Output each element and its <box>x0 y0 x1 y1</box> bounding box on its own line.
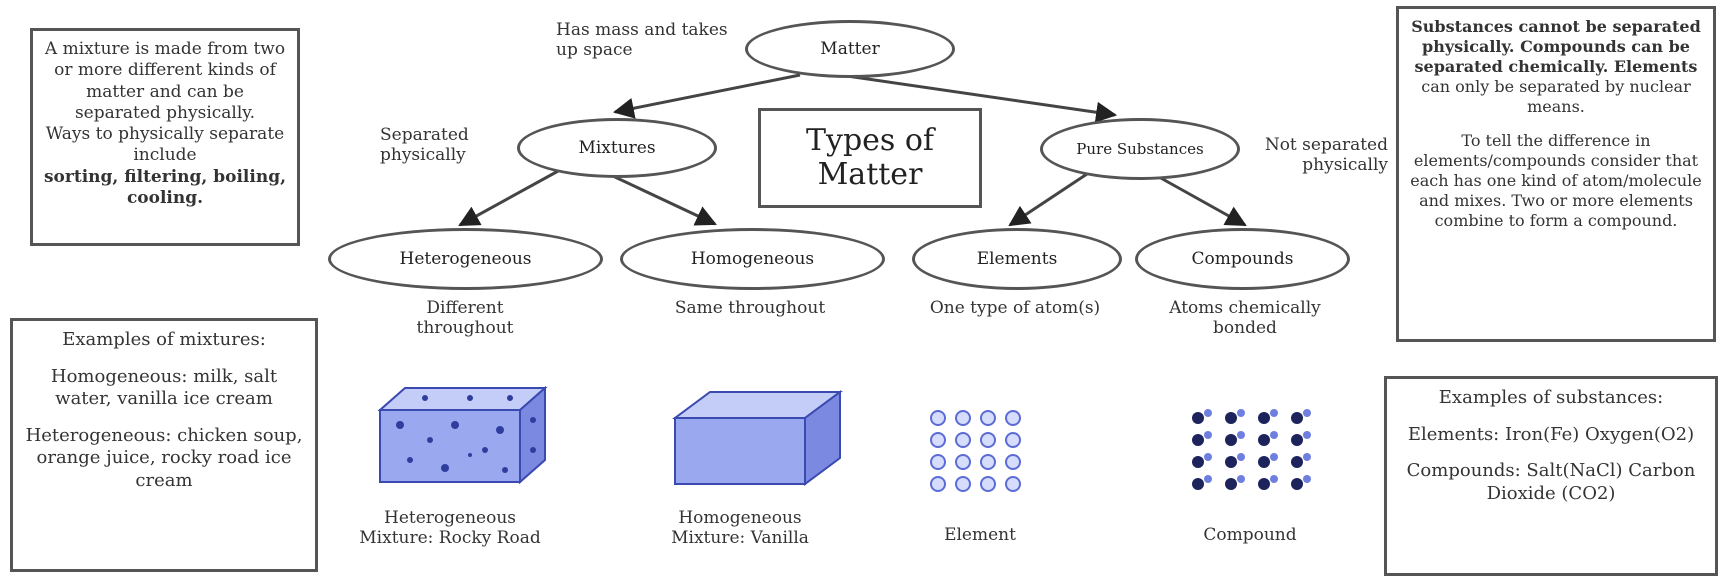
link-matter-pure <box>839 73 1118 123</box>
mixture-separation-methods: sorting, filtering, boiling, cooling. <box>43 166 286 208</box>
element-examples: Elements: Iron(Fe) Oxygen(O2) <box>1407 423 1695 445</box>
mixtures-note: Separated physically <box>380 125 469 166</box>
mixture-definition-box: A mixture is made from two or more diffe… <box>30 28 300 246</box>
substance-definition-box: Substances cannot be separated physicall… <box>1396 6 1716 342</box>
elements-note: One type of atom(s) <box>929 298 1101 318</box>
mixture-examples-box: Examples of mixtures: Homogeneous: milk,… <box>10 318 318 572</box>
link-mixtures-homo <box>599 168 717 226</box>
compound-molecules-illustration <box>1192 409 1311 490</box>
mixture-definition-text: A mixture is made from two or more diffe… <box>44 39 286 123</box>
link-mixtures-hetero <box>458 168 561 227</box>
heterogeneous-note: Different throughout <box>416 298 514 339</box>
homogeneous-cube-illustration <box>671 390 844 486</box>
compound-examples: Compounds: Salt(NaCl) Carbon Dioxide (CO… <box>1406 460 1696 504</box>
compounds-note: Atoms chemically bonded <box>1169 298 1321 339</box>
mixture-examples-title: Examples of mixtures: <box>62 329 266 350</box>
node-homogeneous: Homogeneous <box>620 228 885 290</box>
substance-difference-text: To tell the difference in elements/compo… <box>1410 131 1702 230</box>
homogeneous-examples: Homogeneous: milk, salt water, vanilla i… <box>50 365 278 410</box>
element-atoms-illustration <box>930 410 1021 492</box>
node-mixtures: Mixtures <box>517 118 717 178</box>
substance-examples-title: Examples of substances: <box>1438 387 1664 408</box>
diagram-title: Types of Matter <box>758 108 982 208</box>
node-heterogeneous: Heterogeneous <box>328 228 603 290</box>
heterogeneous-mixture-caption: Heterogeneous Mixture: Rocky Road <box>359 508 541 549</box>
node-matter: Matter <box>745 20 955 78</box>
link-pure-elements <box>1008 170 1091 227</box>
heterogeneous-cube-illustration <box>377 385 548 485</box>
substance-examples-box: Examples of substances: Elements: Iron(F… <box>1384 376 1718 576</box>
substance-definition-bold: Substances cannot be separated physicall… <box>1411 17 1701 76</box>
substance-definition-rest: can only be separated by nuclear means. <box>1421 77 1691 116</box>
link-matter-mixtures <box>612 73 801 119</box>
node-compounds: Compounds <box>1135 228 1350 290</box>
element-caption: Element <box>944 525 1016 545</box>
node-elements: Elements <box>912 228 1122 290</box>
homogeneous-mixture-caption: Homogeneous Mixture: Vanilla <box>671 508 809 549</box>
heterogeneous-examples: Heterogeneous: chicken soup, orange juic… <box>25 424 303 491</box>
pure-substances-note: Not separated physically <box>1264 135 1388 176</box>
link-pure-compounds <box>1149 170 1247 227</box>
mixture-separation-text: Ways to physically separate include <box>45 124 285 166</box>
node-pure-substances: Pure Substances <box>1040 118 1240 180</box>
homogeneous-note: Same throughout <box>674 298 826 318</box>
compound-caption: Compound <box>1203 525 1297 545</box>
matter-note: Has mass and takes up space <box>556 20 728 61</box>
